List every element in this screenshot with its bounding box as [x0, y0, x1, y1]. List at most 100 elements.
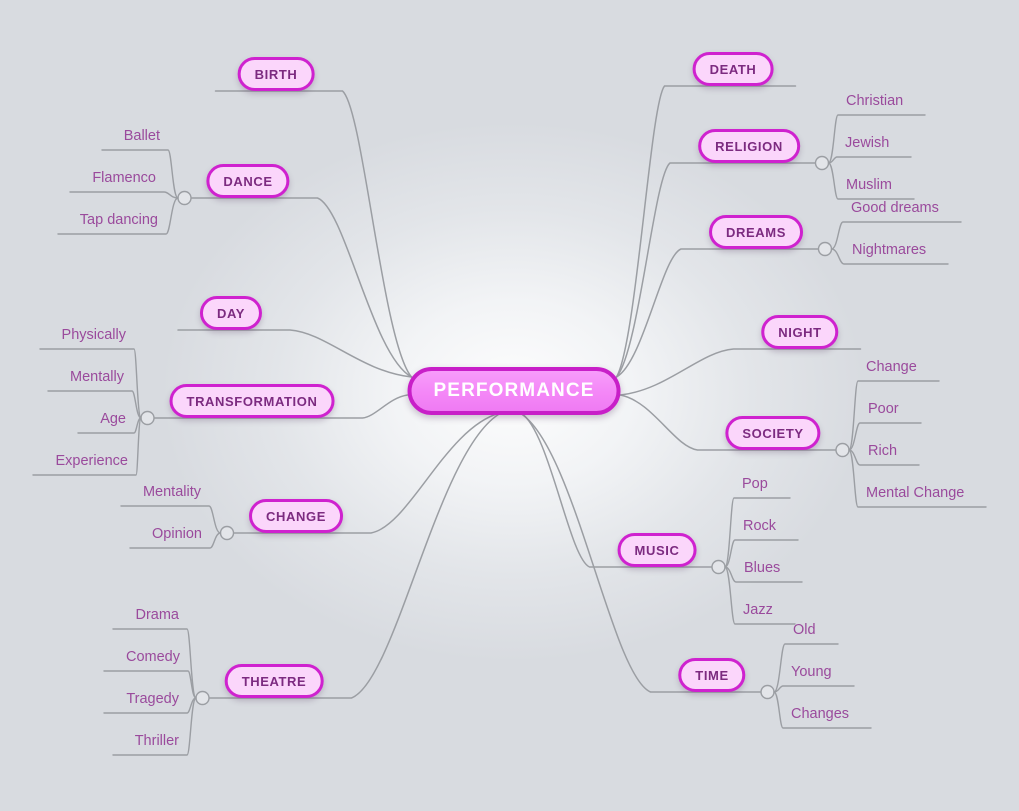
connector-line — [827, 162, 915, 200]
connector-line — [183, 197, 413, 378]
leaf-node[interactable]: Pop — [742, 476, 768, 492]
branch-junction — [814, 155, 830, 171]
connector-line — [724, 539, 799, 568]
connector-line — [77, 417, 142, 434]
connector-line — [830, 221, 962, 250]
connector-line — [214, 90, 413, 378]
connector-line — [520, 412, 720, 568]
leaf-node[interactable]: Experience — [55, 453, 128, 469]
connector-line — [848, 449, 987, 508]
connector-line — [773, 643, 839, 693]
branch-node-theatre[interactable]: THEATRE — [224, 664, 324, 698]
branch-node-music[interactable]: MUSIC — [617, 533, 697, 567]
leaf-node[interactable]: Old — [793, 622, 816, 638]
branch-junction — [835, 442, 850, 458]
connector-line — [32, 417, 142, 476]
leaf-node[interactable]: Rich — [868, 443, 898, 459]
branch-node-label: CHANGE — [266, 508, 326, 524]
branch-junction — [140, 410, 155, 426]
leaf-node[interactable]: Tap dancing — [79, 212, 158, 228]
connector-line — [47, 390, 142, 419]
branch-node-transformation[interactable]: TRANSFORMATION — [169, 384, 335, 418]
branch-node-dreams[interactable]: DREAMS — [709, 215, 803, 249]
leaf-node[interactable]: Poor — [868, 401, 899, 417]
connector-line — [69, 191, 179, 199]
branch-node-birth[interactable]: BIRTH — [237, 57, 315, 91]
connector-line — [39, 348, 142, 419]
branch-junction — [711, 559, 726, 575]
leaf-node[interactable]: Nightmares — [852, 242, 927, 258]
connector-line — [773, 685, 855, 693]
branch-node-change[interactable]: CHANGE — [249, 499, 343, 533]
root-node-label: PERFORMANCE — [433, 380, 595, 401]
branch-node-label: DAY — [216, 305, 246, 321]
branch-node-label: TIME — [695, 667, 729, 683]
branch-node-label: BIRTH — [254, 66, 298, 82]
branch-junction — [817, 241, 833, 257]
leaf-node[interactable]: Opinion — [152, 526, 202, 542]
connector-line — [848, 449, 920, 466]
leaf-node[interactable]: Young — [791, 664, 832, 680]
connector-line — [773, 691, 872, 729]
branch-node-label: DEATH — [709, 61, 757, 77]
leaf-node[interactable]: Jazz — [743, 602, 773, 618]
connector-line — [201, 412, 502, 699]
connector-line — [619, 348, 862, 396]
branch-node-label: DANCE — [223, 173, 273, 189]
connector-line — [615, 248, 826, 378]
connector-line — [827, 156, 912, 164]
branch-node-label: THEATRE — [241, 673, 307, 689]
leaf-node[interactable]: Change — [866, 359, 917, 375]
connector-line — [724, 566, 803, 583]
leaf-node[interactable]: Blues — [744, 560, 781, 576]
connector-line — [830, 248, 949, 265]
branch-node-label: NIGHT — [778, 324, 822, 340]
branch-junction — [177, 190, 192, 206]
connector-line — [615, 162, 823, 378]
leaf-node[interactable]: Ballet — [123, 128, 160, 144]
leaf-node[interactable]: Mentally — [70, 369, 124, 385]
branch-node-society[interactable]: SOCIETY — [725, 416, 821, 450]
leaf-node[interactable]: Flamenco — [92, 170, 156, 186]
leaf-node[interactable]: Muslim — [846, 177, 892, 193]
leaf-node[interactable]: Age — [100, 411, 126, 427]
branch-node-religion[interactable]: RELIGION — [698, 129, 800, 163]
leaf-node[interactable]: Tragedy — [126, 691, 179, 707]
connector-line — [724, 566, 796, 625]
connector-line — [519, 412, 769, 693]
connector-line — [101, 149, 179, 199]
leaf-node[interactable]: Christian — [846, 93, 904, 109]
connector-line — [848, 380, 940, 451]
connector-line — [120, 505, 222, 534]
root-node[interactable]: PERFORMANCE — [407, 367, 621, 415]
leaf-node[interactable]: Physically — [61, 327, 126, 343]
branch-node-time[interactable]: TIME — [678, 658, 746, 692]
branch-node-label: TRANSFORMATION — [186, 393, 318, 409]
leaf-node[interactable]: Good dreams — [851, 200, 939, 216]
connector-line — [129, 532, 222, 549]
leaf-node[interactable]: Jewish — [845, 135, 890, 151]
branch-node-night[interactable]: NIGHT — [761, 315, 839, 349]
connector-line — [827, 114, 926, 164]
leaf-node[interactable]: Mentality — [142, 484, 201, 500]
connector-line — [724, 497, 791, 568]
leaf-node[interactable]: Rock — [743, 518, 777, 534]
branch-node-label: RELIGION — [715, 138, 783, 154]
connector-line — [103, 670, 197, 699]
connector-line — [615, 85, 797, 378]
leaf-node[interactable]: Mental Change — [866, 485, 965, 501]
branch-junction — [760, 684, 775, 700]
connector-line — [57, 197, 179, 235]
branch-junction — [195, 690, 210, 706]
branch-node-death[interactable]: DEATH — [692, 52, 774, 86]
connector-line — [619, 394, 844, 451]
leaf-node[interactable]: Changes — [791, 706, 850, 722]
leaf-node[interactable]: Drama — [135, 607, 179, 623]
branch-node-day[interactable]: DAY — [199, 296, 263, 330]
branch-node-label: SOCIETY — [742, 425, 804, 441]
leaf-node[interactable]: Thriller — [134, 733, 179, 749]
leaf-node[interactable]: Comedy — [126, 649, 180, 665]
branch-node-dance[interactable]: DANCE — [206, 164, 290, 198]
